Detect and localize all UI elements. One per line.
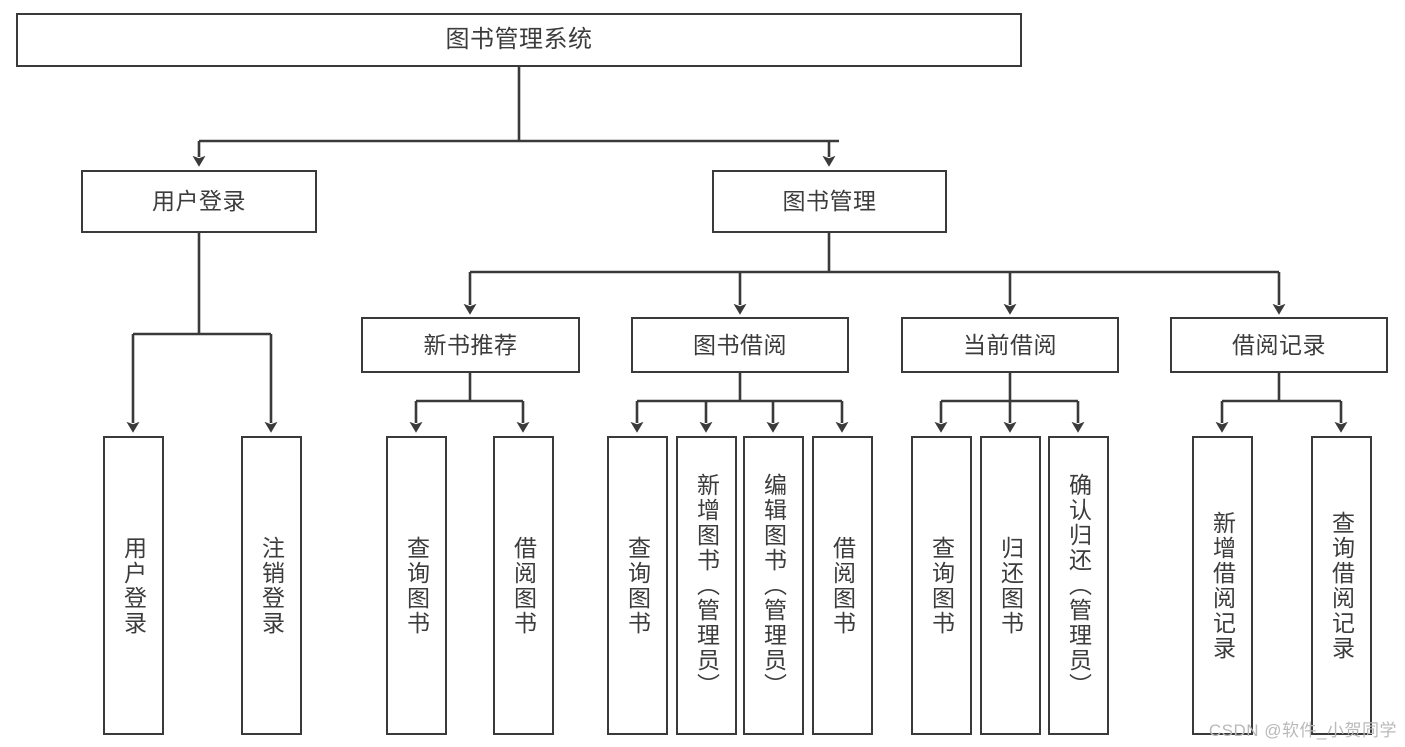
node-current-borrow[interactable]: 当前借阅: [901, 317, 1119, 373]
node-root-book-management-system[interactable]: 图书管理系统: [16, 13, 1022, 67]
leaf-query-book-current[interactable]: 查询图书: [911, 436, 972, 735]
node-label: 图书管理: [782, 188, 877, 215]
node-label: 借阅图书: [510, 535, 537, 636]
node-label: 图书管理系统: [445, 26, 593, 54]
node-label: 查询图书: [403, 535, 430, 636]
node-label: 查询借阅记录: [1328, 510, 1355, 661]
leaf-borrow-book[interactable]: 借阅图书: [812, 436, 873, 735]
node-label: 借阅记录: [1232, 331, 1326, 358]
node-label: 新增图书（管理员）: [693, 473, 720, 698]
leaf-query-borrow-record[interactable]: 查询借阅记录: [1311, 436, 1372, 735]
node-label: 新增借阅记录: [1209, 510, 1236, 661]
leaf-edit-book-admin[interactable]: 编辑图书（管理员）: [743, 436, 804, 735]
leaf-user-login[interactable]: 用户登录: [103, 436, 164, 735]
leaf-query-book-recommend[interactable]: 查询图书: [386, 436, 447, 735]
node-label: 注销登录: [258, 535, 285, 636]
node-borrow-record[interactable]: 借阅记录: [1170, 317, 1388, 373]
node-label: 图书借阅: [693, 331, 787, 358]
node-label: 查询图书: [624, 535, 651, 636]
node-book-management[interactable]: 图书管理: [712, 170, 947, 233]
node-label: 查询图书: [928, 535, 955, 636]
node-label: 用户登录: [152, 188, 246, 215]
node-book-borrow[interactable]: 图书借阅: [631, 317, 849, 373]
node-label: 编辑图书（管理员）: [760, 473, 787, 698]
node-label: 用户登录: [120, 535, 147, 636]
leaf-return-book[interactable]: 归还图书: [980, 436, 1041, 735]
leaf-query-book-borrow[interactable]: 查询图书: [607, 436, 668, 735]
leaf-borrow-book-recommend[interactable]: 借阅图书: [493, 436, 554, 735]
node-label: 确认归还（管理员）: [1065, 473, 1092, 698]
leaf-add-borrow-record[interactable]: 新增借阅记录: [1192, 436, 1253, 735]
node-user-login[interactable]: 用户登录: [81, 170, 317, 233]
node-label: 当前借阅: [963, 331, 1057, 358]
node-label: 借阅图书: [829, 535, 856, 636]
leaf-add-book-admin[interactable]: 新增图书（管理员）: [676, 436, 737, 735]
node-label: 新书推荐: [423, 331, 518, 358]
node-label: 归还图书: [997, 535, 1024, 636]
watermark-text: CSDN @软件_小贺同学: [1208, 721, 1397, 740]
node-new-book-recommend[interactable]: 新书推荐: [361, 317, 580, 373]
leaf-confirm-return-admin[interactable]: 确认归还（管理员）: [1048, 436, 1109, 735]
leaf-logout[interactable]: 注销登录: [241, 436, 302, 735]
